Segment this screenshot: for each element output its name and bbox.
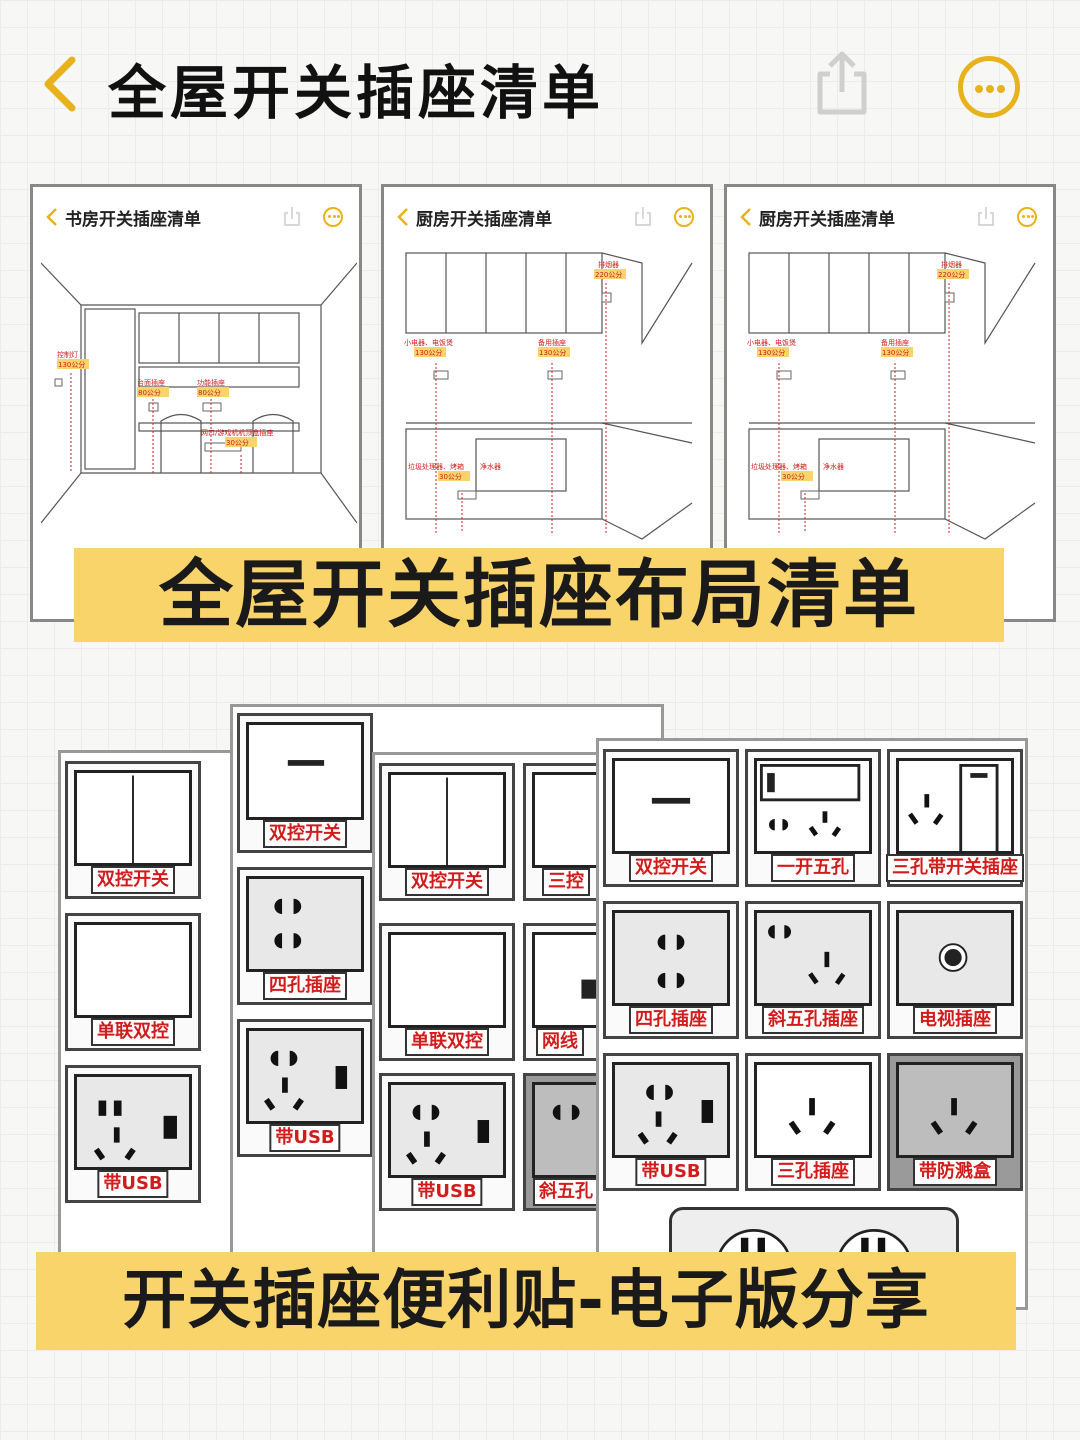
- switch-tile[interactable]: 双控开关: [603, 749, 739, 887]
- switch-tile[interactable]: 双控开关: [379, 763, 515, 901]
- scene-label: 网口/游戏机机顶盒插座: [201, 428, 273, 437]
- study-room-illustration: 控制灯 130公分 台面插座 80公分 功能插座 80公分 网口/游戏机机顶盒插…: [41, 262, 357, 524]
- sticker-label: 带USB: [411, 1178, 483, 1206]
- switch-socket-tile[interactable]: 一开五孔: [745, 749, 881, 887]
- card-title: 厨房开关插座清单: [759, 210, 895, 230]
- scene-label: 30公分: [439, 472, 462, 481]
- scene-label: 功能插座: [197, 378, 225, 387]
- scene-label: 130公分: [758, 348, 785, 357]
- scene-label: 220公分: [938, 270, 965, 279]
- sticker-label: 带防溅盒: [913, 1158, 997, 1186]
- card-title: 厨房开关插座清单: [416, 210, 552, 230]
- scene-label: 30公分: [226, 438, 249, 447]
- scene-label: 垃圾处理器、烤箱: [751, 462, 807, 471]
- more-options-icon: [1017, 207, 1037, 227]
- scene-label: 台面插座: [137, 378, 165, 387]
- tv-socket-tile[interactable]: 电视插座: [887, 901, 1023, 1039]
- socket-tile[interactable]: 带USB: [603, 1053, 739, 1191]
- scene-label: 130公分: [415, 348, 442, 357]
- sticker-label: 双控开关: [629, 854, 713, 882]
- sticker-label: 一开五孔: [771, 854, 855, 882]
- sticker-sheet: 双控开关 单联双控 带USB: [58, 750, 258, 1270]
- switch-tile[interactable]: 单联双控: [65, 913, 201, 1051]
- scene-label: 220公分: [595, 270, 622, 279]
- scene-label: 130公分: [58, 360, 85, 369]
- sticker-label: 网线: [536, 1028, 584, 1056]
- page-title: 全屋开关插座清单: [108, 59, 605, 127]
- sticker-share-banner: 开关插座便利贴-电子版分享: [36, 1252, 1016, 1350]
- back-chevron-icon: [397, 208, 408, 226]
- scene-label: 130公分: [539, 348, 566, 357]
- scene-label: 净水器: [823, 462, 844, 471]
- switch-tile[interactable]: 双控开关: [65, 761, 201, 899]
- scene-label: 净水器: [480, 462, 501, 471]
- socket-tile[interactable]: 三孔插座: [745, 1053, 881, 1191]
- back-chevron-icon[interactable]: [36, 54, 96, 114]
- scene-label: 控制灯: [57, 350, 78, 359]
- share-icon: [635, 207, 651, 226]
- sticker-label: 双控开关: [405, 868, 489, 896]
- more-options-icon[interactable]: [958, 56, 1020, 118]
- sticker-label: 单联双控: [405, 1028, 489, 1056]
- scene-label: 30公分: [782, 472, 805, 481]
- sticker-label: 斜五孔插座: [762, 1006, 864, 1034]
- kitchen-illustration: 排烟器 220公分 小电器、电饭煲 130公分 备用插座 130公分 垃圾处理器…: [404, 252, 693, 540]
- kitchen-illustration: 排烟器 220公分 小电器、电饭煲 130公分 备用插座 130公分 垃圾处理器…: [747, 252, 1036, 540]
- switch-socket-tile[interactable]: 三孔带开关插座: [886, 749, 1024, 887]
- card-header: 书房开关插座清单: [33, 187, 359, 241]
- share-icon[interactable]: [812, 48, 872, 118]
- back-chevron-icon: [46, 208, 57, 226]
- more-options-icon: [674, 207, 694, 227]
- scene-label: 备用插座: [881, 338, 909, 347]
- sticker-label: 三孔插座: [771, 1158, 855, 1186]
- socket-tile[interactable]: 带USB: [237, 1019, 373, 1157]
- scene-label: 80公分: [138, 388, 161, 397]
- card-header: 厨房开关插座清单: [384, 187, 710, 241]
- sticker-label: 单联双控: [91, 1018, 175, 1046]
- sticker-label: 电视插座: [913, 1006, 997, 1034]
- sticker-sheet: 双控开关 三控 单联双控 网线 带USB 斜五孔: [372, 752, 612, 1270]
- card-title: 书房开关插座清单: [65, 210, 201, 230]
- socket-tile[interactable]: 四孔插座: [237, 867, 373, 1005]
- scene-label: 小电器、电饭煲: [404, 338, 453, 347]
- layout-checklist-banner: 全屋开关插座布局清单: [74, 548, 1004, 642]
- scene-label: 130公分: [882, 348, 909, 357]
- scene-label: 排烟器: [941, 260, 962, 269]
- share-icon: [284, 207, 300, 226]
- sticker-label: 带USB: [635, 1158, 707, 1186]
- sticker-label: 斜五孔: [533, 1178, 599, 1206]
- splash-box-socket-tile[interactable]: 带防溅盒: [887, 1053, 1023, 1191]
- more-options-icon: [323, 207, 343, 227]
- socket-tile[interactable]: 带USB: [379, 1073, 515, 1211]
- scene-label: 备用插座: [538, 338, 566, 347]
- sticker-label: 四孔插座: [629, 1006, 713, 1034]
- scene-label: 排烟器: [598, 260, 619, 269]
- sticker-label: 带USB: [269, 1124, 341, 1152]
- socket-tile[interactable]: 斜五孔插座: [745, 901, 881, 1039]
- back-chevron-icon: [740, 208, 751, 226]
- scene-label: 垃圾处理器、烤箱: [408, 462, 464, 471]
- switch-tile[interactable]: 单联双控: [379, 923, 515, 1061]
- card-header: 厨房开关插座清单: [727, 187, 1053, 241]
- socket-tile[interactable]: 带USB: [65, 1065, 201, 1203]
- sticker-label: 双控开关: [263, 820, 347, 848]
- socket-tile[interactable]: 四孔插座: [603, 901, 739, 1039]
- scene-label: 小电器、电饭煲: [747, 338, 796, 347]
- sticker-label: 三控: [542, 868, 590, 896]
- scene-label: 80公分: [198, 388, 221, 397]
- sticker-label: 带USB: [97, 1170, 169, 1198]
- share-icon: [978, 207, 994, 226]
- top-bar: 全屋开关插座清单: [0, 0, 1080, 160]
- sticker-sheet: 双控开关 一开五孔 三孔带开关插座 四孔插座 斜五孔插座 电视插座 带USB 三…: [596, 738, 1028, 1310]
- switch-tile[interactable]: 双控开关: [237, 713, 373, 853]
- sticker-label: 双控开关: [91, 866, 175, 894]
- sticker-label: 三孔带开关插座: [886, 854, 1024, 882]
- sticker-label: 四孔插座: [263, 972, 347, 1000]
